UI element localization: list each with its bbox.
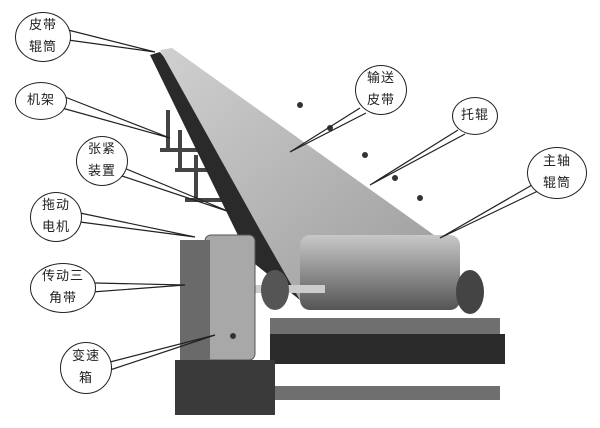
- label-text: 变速: [71, 349, 100, 364]
- label-text: 辊筒: [542, 176, 571, 191]
- label-text: 机架: [26, 93, 55, 108]
- label-text: 辊筒: [28, 40, 57, 55]
- label-idler: 托辊: [452, 97, 498, 135]
- label-drive-motor: 拖动 电机: [30, 192, 82, 242]
- label-text: 传动三: [41, 269, 84, 284]
- main-drum: [300, 235, 460, 310]
- label-main-shaft-pulley: 主轴 辊筒: [527, 147, 587, 199]
- label-text: 装置: [87, 164, 116, 179]
- label-text: 输送: [366, 71, 395, 86]
- label-pulley-roller: 皮带 辊筒: [15, 12, 71, 62]
- label-text: 皮带: [28, 18, 57, 33]
- label-text: 张紧: [87, 142, 116, 157]
- label-conveyor-belt: 输送 皮带: [355, 65, 407, 115]
- label-text: 角带: [48, 291, 77, 306]
- gearbox-body: [204, 234, 256, 361]
- label-text: 托辊: [460, 108, 489, 123]
- motor-body: [180, 240, 210, 370]
- label-frame: 机架: [15, 82, 67, 120]
- label-text: 箱: [78, 371, 93, 386]
- label-text: 皮带: [366, 93, 395, 108]
- label-gearbox: 变速 箱: [60, 342, 112, 394]
- label-text: 拖动: [41, 198, 70, 213]
- label-text: 电机: [41, 220, 70, 235]
- label-v-belt: 传动三 角带: [30, 263, 96, 313]
- leader-lines: [61, 29, 541, 371]
- label-tensioner: 张紧 装置: [76, 136, 128, 186]
- label-text: 主轴: [542, 154, 571, 169]
